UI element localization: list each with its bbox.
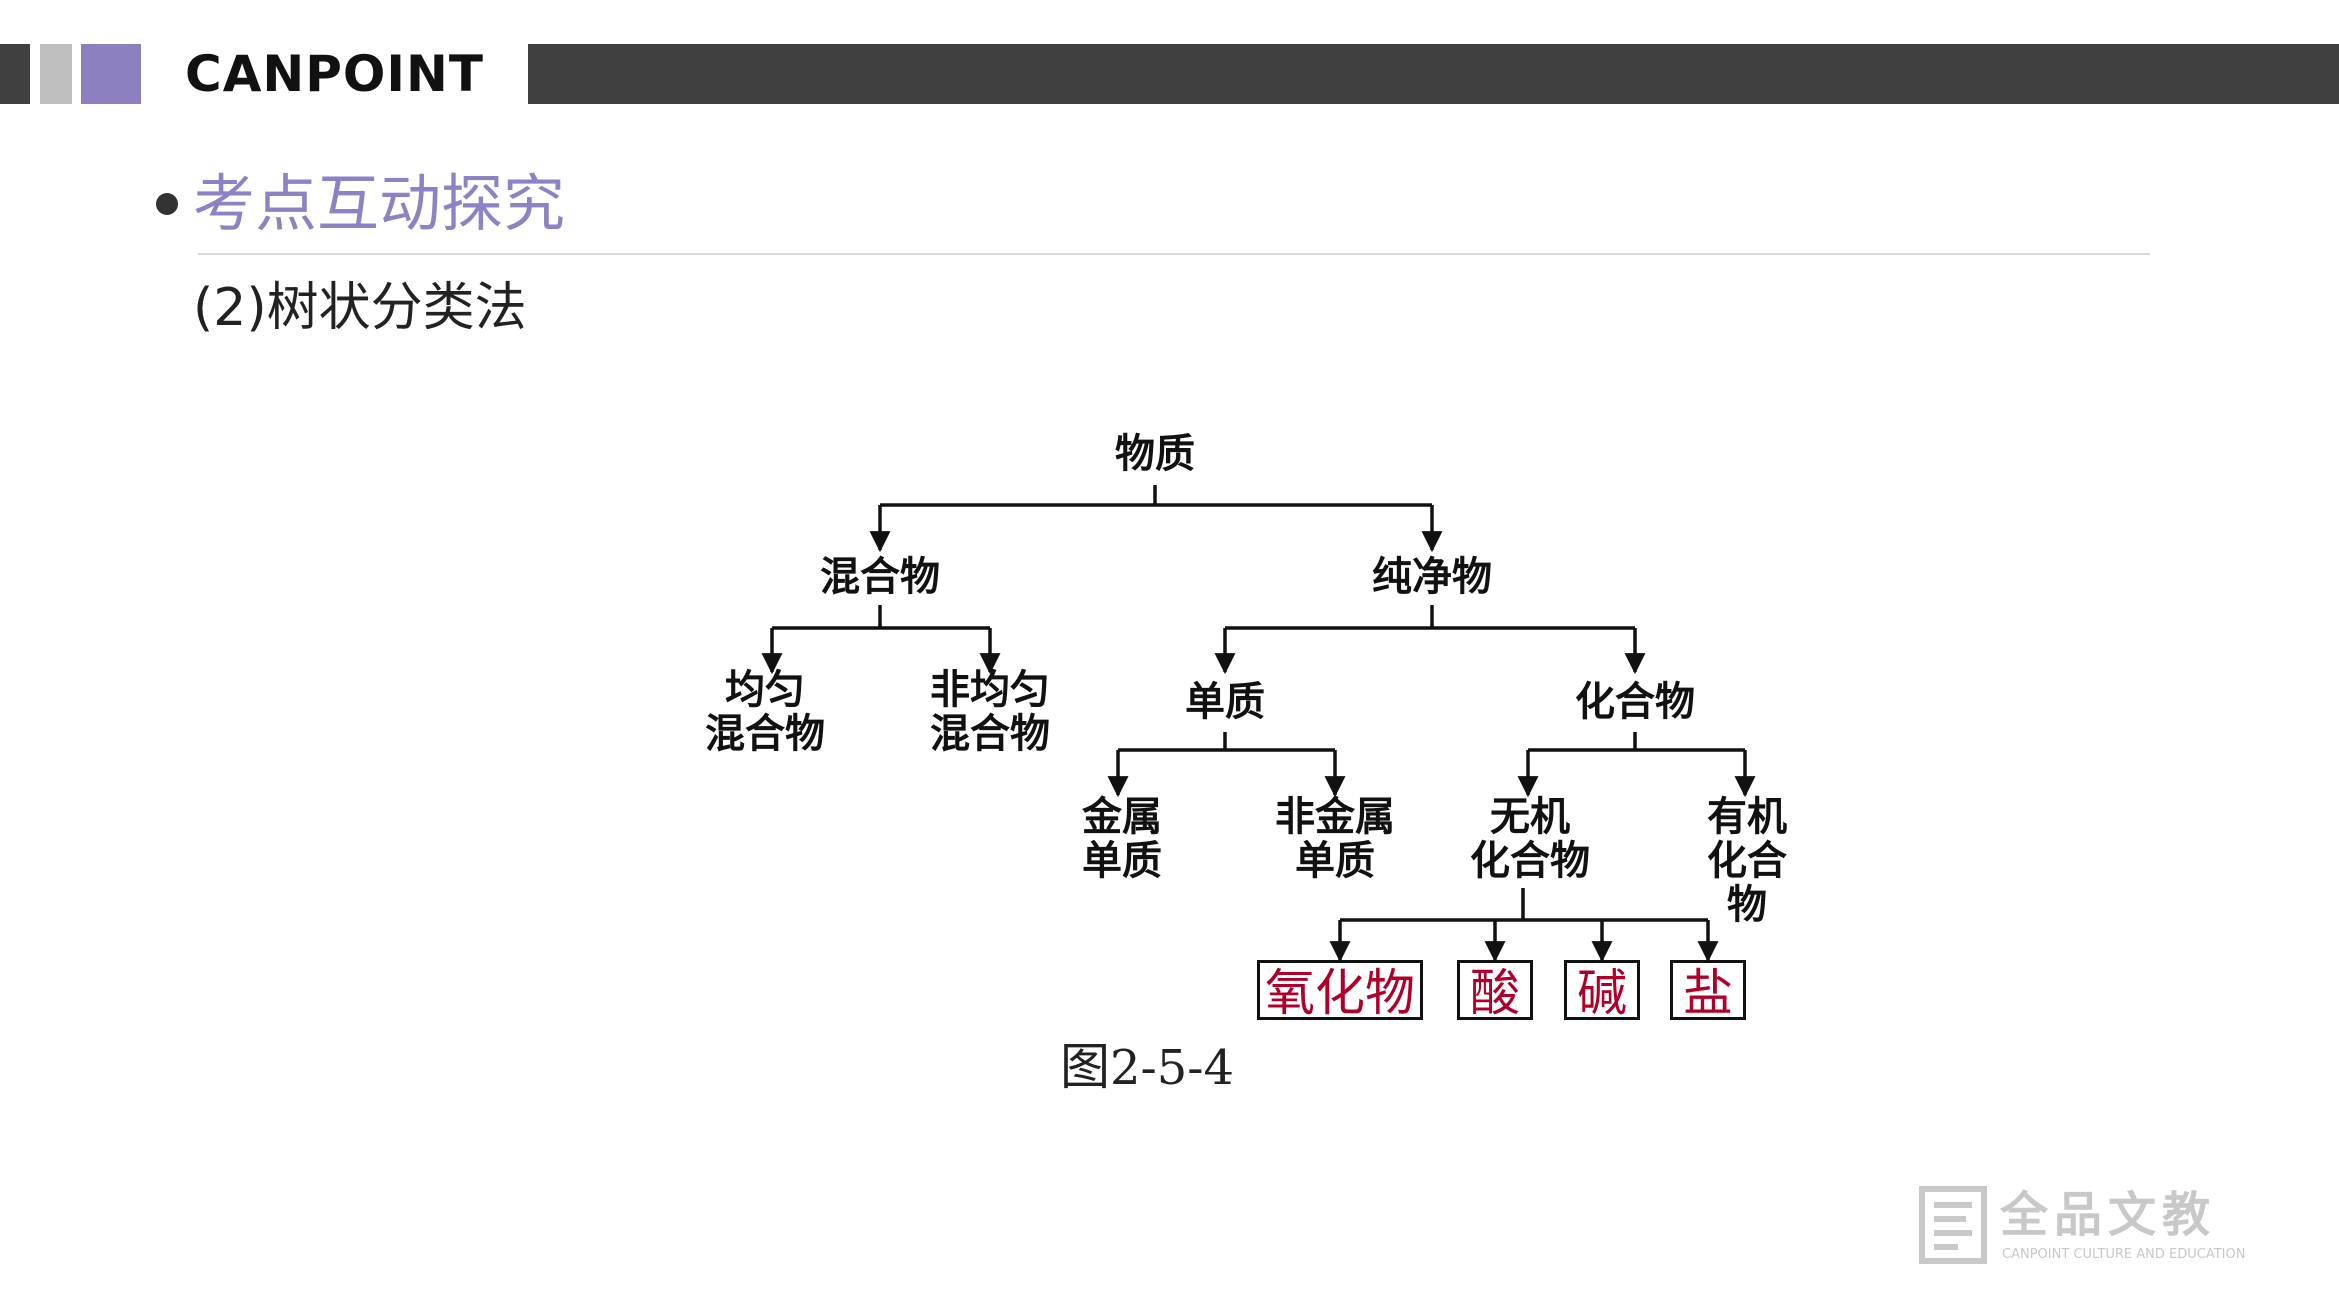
divider xyxy=(198,253,2150,255)
node-acid: 酸 xyxy=(1457,960,1533,1022)
node-mixture: 混合物 xyxy=(820,553,940,600)
node-metal-element: 金属 单质 xyxy=(1082,793,1162,884)
node-organic-compound: 有机 化合物 xyxy=(1707,793,1787,928)
node-homogeneous-mixture: 均匀 混合物 xyxy=(705,666,825,757)
node-element: 单质 xyxy=(1185,678,1265,725)
node-pure-substance: 纯净物 xyxy=(1372,553,1492,600)
subtitle: (2)树状分类法 xyxy=(193,278,527,338)
caption-prefix: 图 xyxy=(1060,1038,1110,1096)
watermark-subtext: CANPOINT CULTURE AND EDUCATION xyxy=(2002,1247,2246,1262)
caption-number: 2-5-4 xyxy=(1110,1040,1235,1096)
node-matter: 物质 xyxy=(1115,430,1195,477)
node-compound: 化合物 xyxy=(1575,678,1695,725)
node-salt: 盐 xyxy=(1670,960,1746,1022)
section-title: 考点互动探究 xyxy=(193,167,566,240)
header-block-gray xyxy=(40,44,72,104)
header-block-accent xyxy=(81,44,141,104)
classification-tree-diagram: 物质 混合物 纯净物 均匀 混合物 非均匀 混合物 单质 化合物 金属 单质 非… xyxy=(660,410,1840,1050)
watermark-text: 全品文教 xyxy=(2000,1187,2217,1243)
header-block-dark xyxy=(0,44,30,104)
node-inorganic-compound: 无机 化合物 xyxy=(1470,793,1590,884)
brand-logo-text: CANPOINT xyxy=(185,45,484,103)
tree-connectors xyxy=(761,485,1756,963)
node-oxide: 氧化物 xyxy=(1257,960,1423,1022)
node-heterogeneous-mixture: 非均匀 混合物 xyxy=(930,666,1050,757)
bullet-icon xyxy=(156,193,178,215)
figure-caption: 图2-5-4 xyxy=(1060,1035,1234,1100)
canpoint-logo-icon xyxy=(1919,1186,1987,1264)
node-base: 碱 xyxy=(1564,960,1640,1022)
node-nonmetal-element: 非金属 单质 xyxy=(1275,793,1395,884)
watermark: 全品文教 CANPOINT CULTURE AND EDUCATION xyxy=(1918,1185,2258,1271)
header-bar xyxy=(528,44,2339,104)
